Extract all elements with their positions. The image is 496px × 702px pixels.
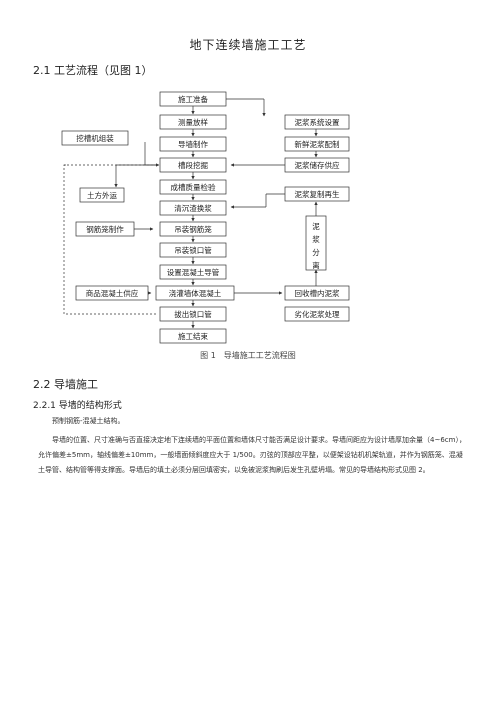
flow-label-main-12: 施工结束 xyxy=(178,331,208,341)
flow-label-left-3: 钢筋笼制作 xyxy=(86,224,124,234)
flow-box-main-5 xyxy=(159,179,227,195)
flow-label-main-10: 浇灌墙体混凝土 xyxy=(169,288,222,298)
flow-box-right-3 xyxy=(284,157,350,173)
flow-box-main-2 xyxy=(159,114,227,130)
flow-label-main-2: 测量放样 xyxy=(178,117,208,127)
figure-caption: 图 1 导墙施工工艺流程图 xyxy=(200,351,296,360)
flow-box-main-6 xyxy=(159,200,227,216)
flow-label-right-2: 新鲜泥浆配制 xyxy=(295,139,340,149)
flow-box-left-2 xyxy=(79,187,125,203)
flow-label-main-6: 清沉渣换浆 xyxy=(174,203,212,213)
flow-box-main-11 xyxy=(159,306,227,322)
flow-label-right-5: 回收槽内泥浆 xyxy=(295,288,340,298)
flow-box-main-4 xyxy=(159,157,227,173)
section-heading-2-2-1: 2.2.1 导墙的结构形式 xyxy=(33,401,122,411)
flow-label-separation-1: 泥 xyxy=(312,222,320,231)
flow-box-main-10 xyxy=(155,285,235,301)
flow-label-separation-3: 分 xyxy=(312,248,320,257)
flow-box-main-3 xyxy=(159,136,227,152)
flow-box-left-1 xyxy=(61,130,129,146)
flow-box-left-3 xyxy=(75,221,135,237)
process-flowchart: 施工准备 测量放样 导墙制作 槽段挖掘 成槽质量检验 清沉渣换浆 吊装钢筋笼 吊… xyxy=(61,91,350,344)
flow-box-right-2 xyxy=(284,136,350,152)
flow-label-main-5: 成槽质量检验 xyxy=(171,182,216,192)
flow-label-main-7: 吊装钢筋笼 xyxy=(174,224,212,234)
flow-label-right-1: 泥浆系统设置 xyxy=(295,117,340,127)
flow-label-main-9: 设置混凝土导管 xyxy=(167,267,220,277)
flow-label-right-4: 泥浆复制再生 xyxy=(295,189,340,199)
flow-box-right-6 xyxy=(284,306,350,322)
flow-label-main-3: 导墙制作 xyxy=(178,139,208,149)
paragraph-guide-wall-requirements: 导墙的位置、尺寸准确与否直接决定地下连续墙的平面位置和墙体尺寸能否满足设计要求。… xyxy=(38,436,466,474)
section-heading-2-1: 2.1 工艺流程（见图 1） xyxy=(33,64,153,77)
flow-label-main-1: 施工准备 xyxy=(178,94,208,104)
flow-box-right-4 xyxy=(284,186,350,202)
flow-label-main-8: 吊装锁口管 xyxy=(174,245,212,255)
flow-box-main-12 xyxy=(159,328,227,344)
flow-box-main-8 xyxy=(159,242,227,258)
flow-label-separation-4: 离 xyxy=(312,260,320,270)
flow-label-left-2: 土方外运 xyxy=(87,190,117,200)
flow-box-main-7 xyxy=(159,221,227,237)
document-title: 地下连续墙施工工艺 xyxy=(189,38,307,52)
section-heading-2-2: 2.2 导墙施工 xyxy=(33,378,98,391)
flow-label-main-11: 拔出锁口管 xyxy=(174,309,212,319)
flow-label-separation-2: 浆 xyxy=(312,234,320,244)
flow-label-left-1: 挖槽机组装 xyxy=(76,133,114,143)
flow-label-main-4: 槽段挖掘 xyxy=(178,160,208,170)
paragraph-structure-type: 预制钢筋-混凝土结构。 xyxy=(52,417,125,425)
flow-box-right-5 xyxy=(284,285,350,301)
flow-label-right-6: 劣化泥浆处理 xyxy=(295,309,340,319)
flow-box-right-1 xyxy=(284,114,350,130)
flow-box-main-1 xyxy=(159,91,227,107)
flow-label-left-4: 商品混凝土供应 xyxy=(86,288,139,298)
flow-label-right-3: 泥浆储存供应 xyxy=(295,160,340,170)
flow-box-separation xyxy=(305,215,327,271)
flow-box-left-4 xyxy=(75,285,149,301)
flow-box-main-9 xyxy=(159,264,227,280)
